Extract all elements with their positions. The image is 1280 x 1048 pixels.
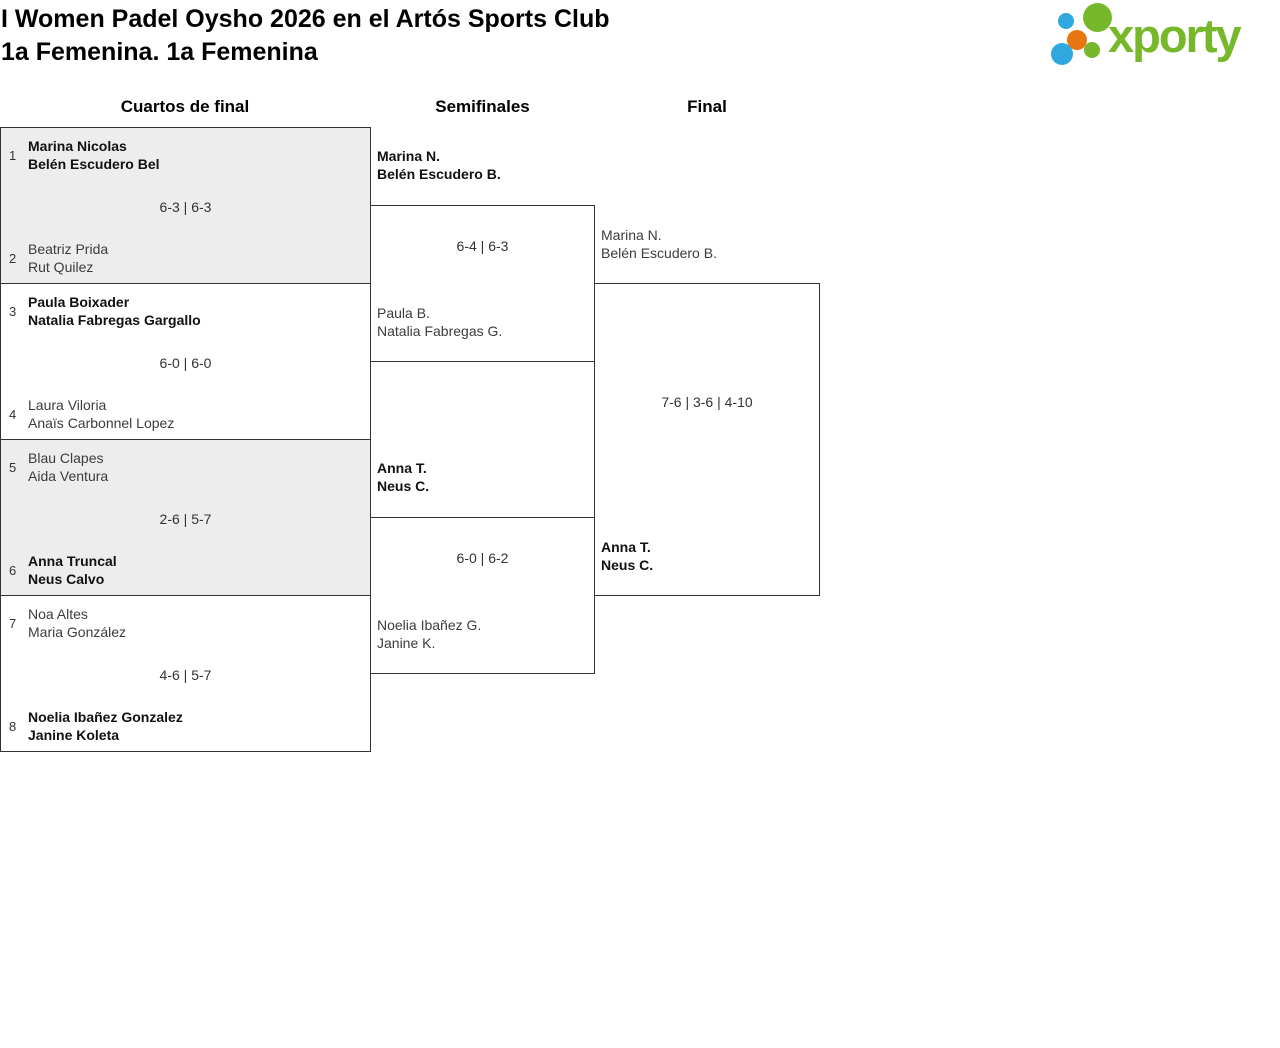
match-score: 6-3 | 6-3 — [159, 199, 212, 215]
player-name: Anna Truncal — [28, 553, 117, 569]
seed-number: 1 — [9, 147, 17, 163]
team-names[interactable]: Blau Clapes Aida Ventura — [28, 449, 364, 485]
player-name: Belén Escudero Bel — [28, 156, 160, 172]
player-name: Belén Escudero B. — [377, 166, 501, 182]
player-name: Aida Ventura — [28, 468, 109, 484]
seed-number: 7 — [9, 615, 17, 631]
round-header-final: Final — [687, 97, 727, 116]
qf1-team-top: 1 Marina Nicolas Belén Escudero Bel — [9, 137, 364, 173]
player-name: Blau Clapes — [28, 450, 104, 466]
qf3-team-bottom: 6 Anna Truncal Neus Calvo — [9, 552, 364, 588]
player-name: Belén Escudero B. — [601, 245, 717, 261]
final-team-top-names[interactable]: Marina N. Belén Escudero B. — [601, 226, 717, 262]
final-match-score: 7-6 | 3-6 | 4-10 — [661, 394, 753, 410]
match-score: 4-6 | 5-7 — [159, 667, 212, 683]
player-name: Paula B. — [377, 305, 430, 321]
qf-match-4: 7 Noa Altes Maria González 4-6 | 5-7 8 N… — [0, 595, 371, 752]
final-match-box — [594, 283, 820, 596]
sf2-team-top-names[interactable]: Anna T. Neus C. — [377, 459, 429, 495]
match-score: 6-0 | 6-0 — [159, 355, 212, 371]
player-name: Marina Nicolas — [28, 138, 127, 154]
player-name: Beatriz Prida — [28, 241, 109, 257]
team-names[interactable]: Noa Altes Maria González — [28, 605, 364, 641]
player-name: Rut Quilez — [28, 259, 94, 275]
qf4-team-top: 7 Noa Altes Maria González — [9, 605, 364, 641]
seed-number: 3 — [9, 303, 17, 319]
sf1-team-bottom-names[interactable]: Paula B. Natalia Fabregas G. — [377, 304, 502, 340]
sf1-match-score: 6-4 | 6-3 — [456, 238, 509, 254]
player-name: Neus Calvo — [28, 571, 105, 587]
logo-dot-blue-large-icon — [1051, 43, 1073, 65]
sf2-team-bottom-names[interactable]: Noelia Ibañez G. Janine K. — [377, 616, 481, 652]
round-header-quarterfinals: Cuartos de final — [120, 97, 250, 116]
player-name: Neus C. — [377, 478, 430, 494]
team-names[interactable]: Noelia Ibañez Gonzalez Janine Koleta — [28, 708, 364, 744]
player-name: Natalia Fabregas Gargallo — [28, 312, 201, 328]
seed-number: 5 — [9, 459, 17, 475]
qf-match-1: 1 Marina Nicolas Belén Escudero Bel 6-3 … — [0, 127, 371, 284]
final-team-bottom-names[interactable]: Anna T. Neus C. — [601, 538, 653, 574]
logo-dot-orange-icon — [1067, 30, 1087, 50]
player-name: Paula Boixader — [28, 294, 130, 310]
logo-dot-green-large-icon — [1083, 3, 1112, 32]
logo-dot-blue-small-icon — [1058, 13, 1074, 29]
qf-match-3: 5 Blau Clapes Aida Ventura 2-6 | 5-7 6 A… — [0, 439, 371, 596]
seed-number: 6 — [9, 562, 17, 578]
team-names[interactable]: Paula Boixader Natalia Fabregas Gargallo — [28, 293, 364, 329]
player-name: Noelia Ibañez Gonzalez — [28, 709, 183, 725]
logo-dot-green-small-icon — [1084, 42, 1100, 58]
qf3-team-top: 5 Blau Clapes Aida Ventura — [9, 449, 364, 485]
seed-number: 8 — [9, 718, 17, 734]
player-name: Janine Koleta — [28, 727, 120, 743]
player-name: Laura Viloria — [28, 397, 107, 413]
player-name: Anna T. — [601, 539, 651, 555]
team-names[interactable]: Beatriz Prida Rut Quilez — [28, 240, 364, 276]
round-header-semifinals: Semifinales — [435, 97, 530, 116]
page-title-line1: I Women Padel Oysho 2026 en el Artós Spo… — [1, 5, 610, 33]
qf2-team-top: 3 Paula Boixader Natalia Fabregas Gargal… — [9, 293, 364, 329]
player-name: Marina N. — [601, 227, 662, 243]
player-name: Natalia Fabregas G. — [377, 323, 503, 339]
player-name: Anaïs Carbonnel Lopez — [28, 415, 175, 431]
player-name: Anna T. — [377, 460, 427, 476]
player-name: Janine K. — [377, 635, 436, 651]
page-title: I Women Padel Oysho 2026 en el Artós Spo… — [1, 3, 609, 69]
sf2-match-score: 6-0 | 6-2 — [456, 550, 509, 566]
page-title-line2: 1a Femenina. 1a Femenina — [1, 38, 318, 66]
match-score: 2-6 | 5-7 — [159, 511, 212, 527]
player-name: Noa Altes — [28, 606, 88, 622]
qf1-team-bottom: 2 Beatriz Prida Rut Quilez — [9, 240, 364, 276]
player-name: Marina N. — [377, 148, 441, 164]
team-names[interactable]: Marina Nicolas Belén Escudero Bel — [28, 137, 364, 173]
team-names[interactable]: Anna Truncal Neus Calvo — [28, 552, 364, 588]
seed-number: 2 — [9, 250, 17, 266]
qf2-team-bottom: 4 Laura Viloria Anaïs Carbonnel Lopez — [9, 396, 364, 432]
player-name: Neus C. — [601, 557, 654, 573]
seed-number: 4 — [9, 406, 17, 422]
sf1-team-top-names[interactable]: Marina N. Belén Escudero B. — [377, 147, 501, 183]
xporty-logo[interactable]: xporty — [1046, 0, 1276, 80]
player-name: Maria González — [28, 624, 127, 640]
player-name: Noelia Ibañez G. — [377, 617, 482, 633]
team-names[interactable]: Laura Viloria Anaïs Carbonnel Lopez — [28, 396, 364, 432]
qf4-team-bottom: 8 Noelia Ibañez Gonzalez Janine Koleta — [9, 708, 364, 744]
logo-wordmark: xporty — [1108, 9, 1242, 62]
qf-match-2: 3 Paula Boixader Natalia Fabregas Gargal… — [0, 283, 371, 440]
